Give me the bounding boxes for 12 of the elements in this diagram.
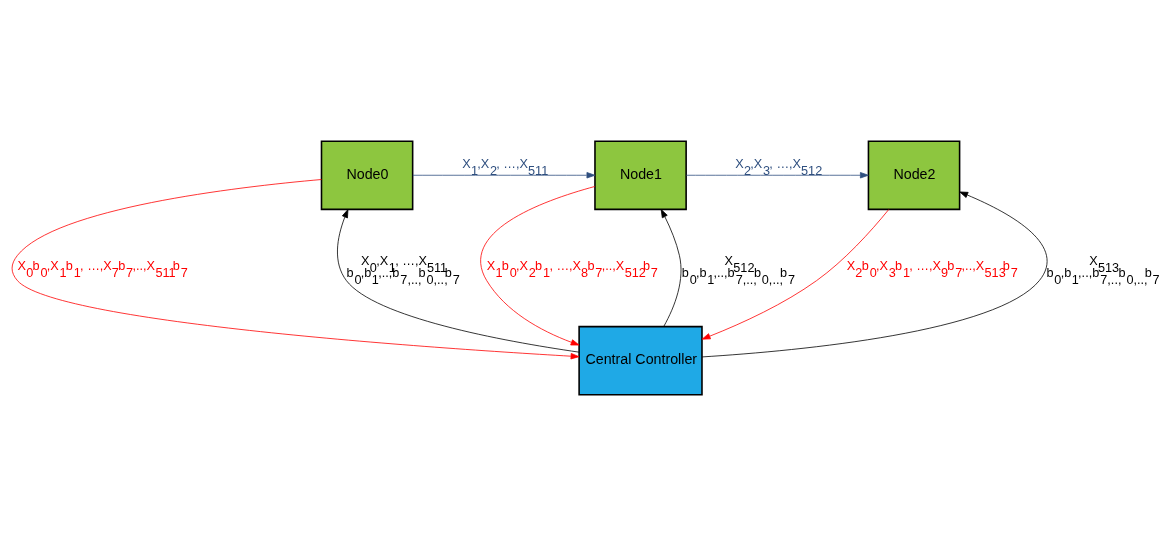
arrow (412, 172, 596, 179)
arrow (685, 172, 869, 179)
arrow (660, 209, 682, 327)
node-box: Node0 (320, 140, 414, 211)
node-box: Node2 (867, 140, 961, 211)
arrow (480, 186, 596, 346)
node-box: Central Controller (578, 325, 703, 396)
arrow (11, 179, 580, 360)
arrow (701, 209, 890, 340)
node-box: Node1 (594, 140, 687, 211)
arrow (337, 209, 580, 353)
arrow (701, 191, 1048, 358)
